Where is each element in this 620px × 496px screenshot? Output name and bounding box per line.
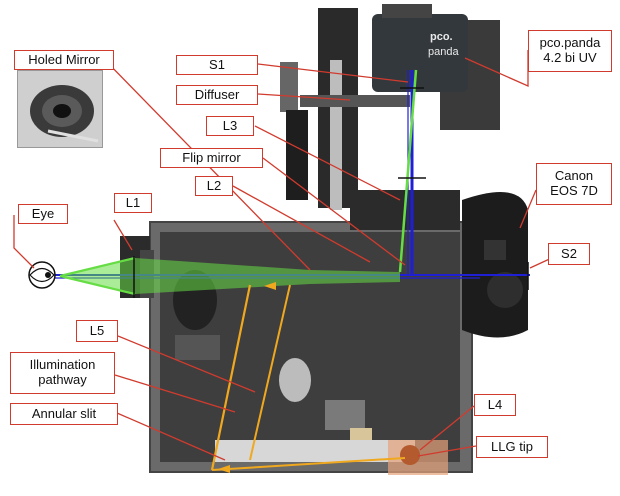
- label-illumination-pathway: Illumination pathway: [10, 352, 115, 394]
- label-pco-panda: pco.panda 4.2 bi UV: [528, 30, 612, 72]
- leader-annular-slit: [116, 412, 226, 461]
- leader-flip-mirror: [262, 157, 406, 266]
- bottom-plate: [215, 440, 415, 462]
- label-l1: L1: [114, 193, 152, 213]
- label-annular-slit: Annular slit: [10, 403, 118, 425]
- leader-l2: [232, 185, 371, 263]
- leader-l5: [117, 335, 256, 393]
- leader-s1: [257, 63, 409, 83]
- illumination-arrow: [218, 465, 230, 473]
- eye-icon: [28, 261, 56, 289]
- pco-panda-camera: pco. panda: [372, 4, 468, 92]
- label-llg-tip: LLG tip: [476, 436, 548, 458]
- illumination-path-2: [249, 284, 291, 461]
- crossbar: [300, 95, 410, 107]
- leader-illumination: [114, 374, 236, 413]
- label-canon: Canon EOS 7D: [536, 163, 612, 205]
- leader-diffuser: [257, 93, 351, 101]
- rod: [330, 60, 342, 210]
- fluorescence-edge-upper: [59, 256, 136, 278]
- illumination-arrow-2: [264, 282, 276, 290]
- leader-llg-tip: [417, 445, 477, 457]
- label-s2: S2: [548, 243, 590, 265]
- connector: [350, 428, 372, 442]
- camera-brand-text-2: panda: [428, 46, 459, 58]
- pcb: [325, 400, 365, 430]
- holed-mirror-image: [18, 71, 102, 147]
- leader-l1: [113, 219, 133, 251]
- internal-block-1: [175, 335, 220, 360]
- illumination-path-3: [211, 457, 406, 471]
- diffuser-knob: [280, 62, 298, 112]
- label-s1: S1: [176, 55, 258, 75]
- fluorescence-vertical: [398, 69, 418, 273]
- leader-lines: [13, 50, 557, 461]
- camera-brand-text-1: pco.: [430, 31, 453, 43]
- fluorescence-cone: [60, 258, 400, 294]
- label-l4: L4: [474, 394, 516, 416]
- l3-barrel: [286, 110, 308, 200]
- leader-l3: [254, 125, 401, 201]
- llg-tip-marker: [400, 445, 420, 465]
- holed-mirror-inset: [17, 70, 103, 148]
- label-holed-mirror: Holed Mirror: [14, 50, 114, 70]
- light-beams: [40, 69, 530, 473]
- label-diffuser: Diffuser: [176, 85, 258, 105]
- leader-l4: [419, 405, 475, 451]
- led-module: [279, 358, 311, 402]
- label-eye: Eye: [18, 204, 68, 224]
- label-l2: L2: [195, 176, 233, 196]
- label-l3: L3: [206, 116, 254, 136]
- canon-camera: [462, 192, 528, 338]
- leader-eye: [13, 215, 35, 269]
- leader-canon: [519, 189, 537, 229]
- label-l5: L5: [76, 320, 118, 342]
- label-flip-mirror: Flip mirror: [160, 148, 263, 168]
- fluorescence-edge-lower: [59, 274, 136, 296]
- illumination-path-1: [210, 284, 252, 471]
